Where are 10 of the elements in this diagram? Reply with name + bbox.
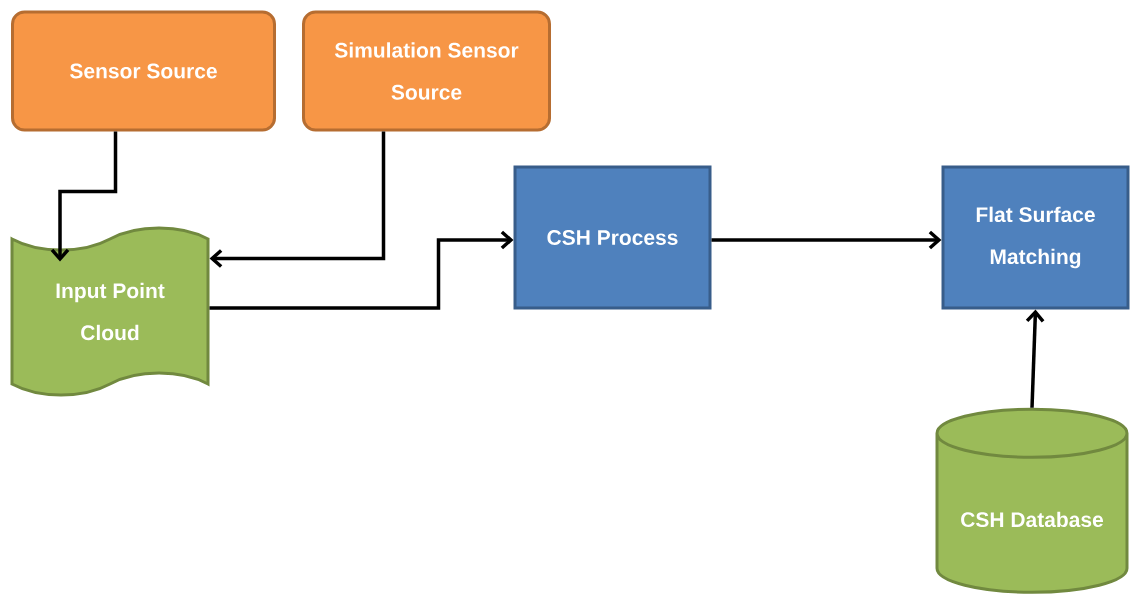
process-box: Flat Surface Matching [941,165,1130,310]
source-box: Simulation Sensor Source [302,10,551,132]
process-box: CSH Process [513,165,712,310]
arrow [50,131,118,262]
arrow [711,230,942,250]
arrow [1025,309,1045,408]
arrow [209,131,386,268]
arrow [209,230,514,310]
database-cylinder: CSH Database [935,407,1129,594]
source-box: Sensor Source [11,10,276,132]
